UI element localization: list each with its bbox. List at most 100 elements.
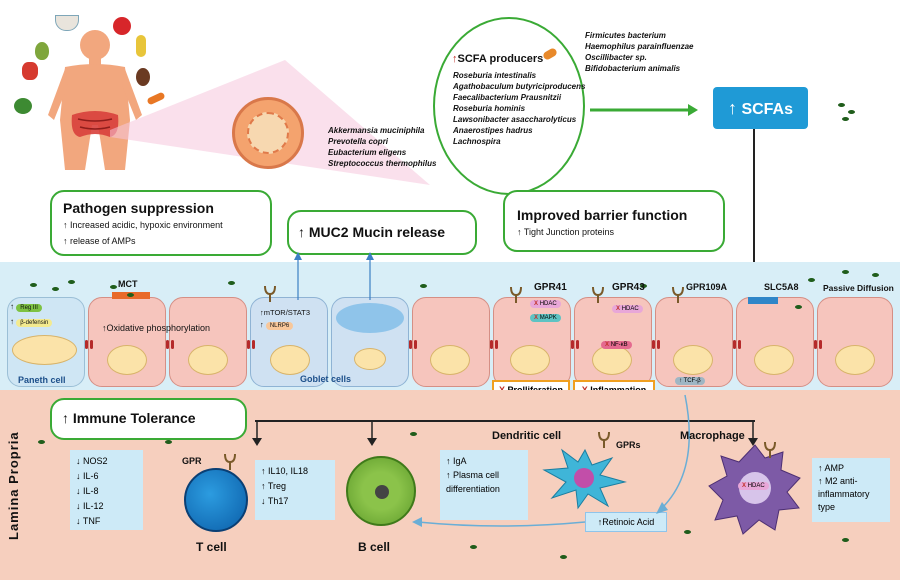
gut-bacteria-list: Akkermansia muciniphila Prevotella copri… xyxy=(328,126,437,168)
paneth-granule xyxy=(12,335,77,365)
barrier-function-title: Improved barrier function xyxy=(517,207,688,223)
tight-junction xyxy=(652,340,655,349)
bdefensin-label: ↑ β-defensin xyxy=(10,317,53,327)
mapk-pill: X MAPK xyxy=(530,314,561,322)
passive-diffusion-label: Passive Diffusion xyxy=(823,283,894,293)
distribution-arrows xyxy=(252,420,758,446)
retinoic-acid-box: ↑Retinoic Acid xyxy=(585,512,667,532)
nucleus xyxy=(107,345,147,375)
distribution-line xyxy=(255,420,755,422)
gpr109a-receptor-icon xyxy=(672,286,684,303)
nucleus xyxy=(592,345,632,375)
nucleus xyxy=(270,345,310,375)
corn-icon xyxy=(136,35,146,57)
tight-junction xyxy=(576,340,579,349)
scfa-particle xyxy=(808,278,815,282)
scfa-particle xyxy=(470,545,477,549)
barrier-function-box xyxy=(503,190,725,252)
pathogen-suppression-title: Pathogen suppression xyxy=(63,200,214,216)
dendritic-cell-label: Dendritic cell xyxy=(492,430,562,442)
intestine-cross-section xyxy=(232,97,304,169)
b-cell xyxy=(346,456,416,526)
tight-junction xyxy=(571,340,574,349)
slc5a8-label: SLC5A8 xyxy=(764,282,799,292)
tight-junction xyxy=(171,340,174,349)
slc5a8-transporter xyxy=(748,297,778,304)
paneth-cell-label: Paneth cell xyxy=(18,375,66,385)
muc2-title: ↑ MUC2 Mucin release xyxy=(298,224,446,240)
tight-junction xyxy=(247,340,250,349)
scfa-producers-list: Roseburia intestinalis Agathobaculum but… xyxy=(453,71,586,146)
human-body-illustration xyxy=(48,30,142,170)
scfa-particle xyxy=(640,284,647,288)
tight-junction xyxy=(738,340,741,349)
gpr41-label: GPR41 xyxy=(534,282,567,293)
scfa-particle xyxy=(410,432,417,436)
tight-junction xyxy=(414,340,417,349)
b-cell-label: B cell xyxy=(358,540,391,554)
scfa-particle xyxy=(68,280,75,284)
t-cell xyxy=(184,468,248,532)
iga-list: ↑ IgA ↑ Plasma cell differentiation xyxy=(440,450,528,520)
tight-junction xyxy=(85,340,88,349)
tight-junction xyxy=(733,340,736,349)
scfa-particle xyxy=(560,555,567,559)
gprs-label: GPRs xyxy=(616,440,641,450)
mtor-stat3-label: ↑mTOR/STAT3 xyxy=(260,308,311,317)
barrier-line: ↑ Tight Junction proteins xyxy=(517,227,615,237)
scfas-box: ↑ SCFAs xyxy=(713,87,808,129)
nfkb-pill: X NF-κB xyxy=(601,341,632,349)
lamina-propria-label: Lamina Propria xyxy=(6,431,21,540)
scfa-particle xyxy=(842,538,849,542)
dendritic-cell xyxy=(542,448,627,510)
scfa-producers-title: ↑SCFA producers xyxy=(452,53,544,65)
gpr43-label: GPR43 xyxy=(612,282,645,293)
macrophage-cell xyxy=(708,444,801,535)
mct-label: MCT xyxy=(118,279,138,289)
nucleus xyxy=(188,345,228,375)
tight-junction xyxy=(495,340,498,349)
signaling-arrows xyxy=(412,394,690,527)
tcfb-pill: ↑ TCF-β xyxy=(675,377,705,385)
immune-tolerance-box xyxy=(50,398,247,440)
scfa-particle xyxy=(38,440,45,444)
oxphos-label: ↑Oxidative phosphorylation xyxy=(102,323,211,333)
reg3-label: ↑ Reg III xyxy=(10,302,42,312)
nucleus xyxy=(754,345,794,375)
macrophage-label: Macrophage xyxy=(680,430,745,442)
scfa-particle xyxy=(420,284,427,288)
tight-junction xyxy=(657,340,660,349)
nucleus xyxy=(835,345,875,375)
macrophage-receptor-icon xyxy=(764,441,776,458)
immune-tolerance-title: ↑ Immune Tolerance xyxy=(62,410,196,426)
arrow-to-scfas xyxy=(590,104,698,116)
pathogen-line-2: ↑ release of AMPs xyxy=(63,236,136,246)
nucleus xyxy=(510,345,550,375)
apple-icon xyxy=(113,17,131,35)
tight-junction xyxy=(166,340,169,349)
tight-junction xyxy=(252,340,255,349)
other-bacteria-list: Firmicutes bacterium Haemophilus parainf… xyxy=(585,31,694,73)
scfa-producers-circle xyxy=(433,17,585,195)
nucleus xyxy=(673,345,713,375)
gpr-label: GPR xyxy=(182,456,202,466)
hdac-pill: X HDAC xyxy=(612,305,643,313)
broccoli-icon xyxy=(14,98,32,114)
receptor-icon xyxy=(264,285,276,302)
tight-junction xyxy=(90,340,93,349)
scfa-particle xyxy=(848,110,855,114)
scfa-particle xyxy=(30,283,37,287)
mucin-release-arrows xyxy=(294,252,374,300)
nlrp6-label: ↑ NLRP6 xyxy=(260,320,294,330)
scfa-particle xyxy=(228,281,235,285)
muc2-box xyxy=(287,210,477,255)
scfa-particle xyxy=(795,305,802,309)
mucin-granule xyxy=(336,303,404,333)
tight-junction xyxy=(814,340,817,349)
nucleus xyxy=(354,348,386,370)
rice-bowl-icon xyxy=(55,15,79,31)
tight-junction xyxy=(409,340,412,349)
epithelial-cell xyxy=(88,297,166,387)
gpr43-receptor-icon xyxy=(592,286,604,303)
